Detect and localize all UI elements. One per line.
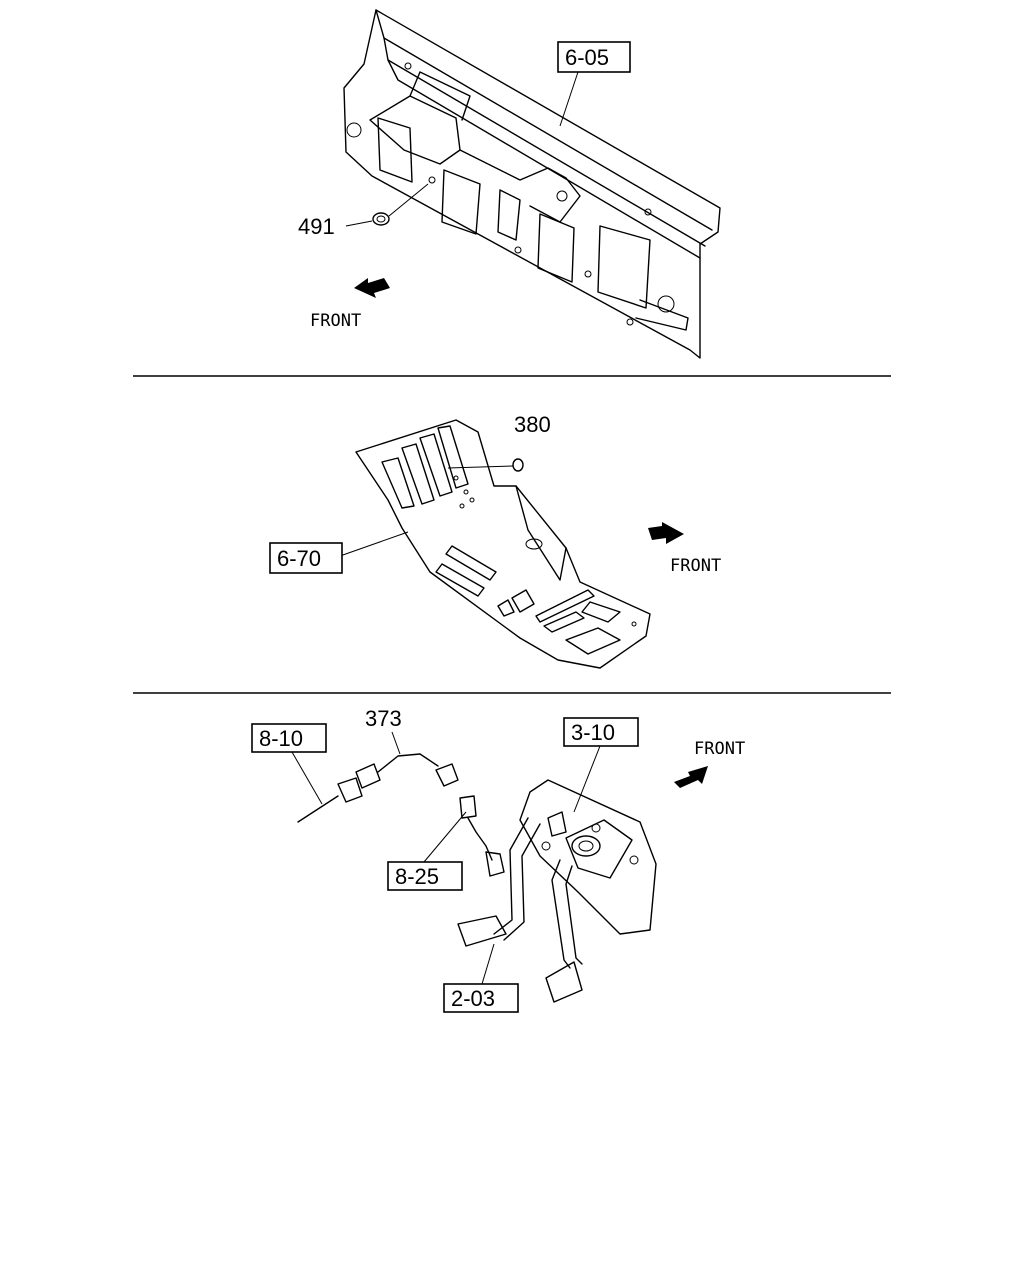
ref-box-8-25 — [387, 861, 463, 891]
ref-box-6-70 — [269, 542, 343, 574]
dash-panel-drawing — [343, 9, 721, 359]
wiring-harness-drawing — [297, 753, 505, 877]
pedal-assembly-section: 373 8-10 8-25 — [251, 706, 745, 1013]
ref-box-8-25-label: 8-25 — [395, 864, 439, 889]
front-arrow-icon — [674, 766, 708, 788]
part-number-380: 380 — [514, 412, 551, 437]
ref-box-6-05 — [557, 41, 631, 73]
ref-box-3-10-label: 3-10 — [571, 720, 615, 745]
plug-part — [512, 458, 524, 472]
part-number-373: 373 — [365, 706, 402, 731]
ref-box-8-10 — [251, 723, 327, 753]
floor-panel-section: 380 6-70 FRONT — [269, 412, 721, 669]
ref-box-8-10-label: 8-10 — [259, 726, 303, 751]
ref-box-6-05-label: 6-05 — [565, 45, 609, 70]
front-arrow-icon — [648, 522, 684, 544]
front-arrow-icon — [354, 278, 390, 298]
pedal-bracket-drawing — [457, 779, 657, 1003]
front-label: FRONT — [694, 739, 745, 759]
ref-box-2-03-label: 2-03 — [451, 986, 495, 1011]
ref-box-6-70-label: 6-70 — [277, 546, 321, 571]
part-number-491: 491 — [298, 214, 335, 239]
grommet-part — [372, 212, 390, 226]
floor-panel-drawing — [355, 419, 651, 669]
front-label: FRONT — [310, 311, 361, 331]
ref-box-2-03 — [443, 983, 519, 1013]
dash-panel-section: 491 6-05 FRONT — [298, 9, 721, 359]
ref-box-3-10 — [563, 717, 639, 747]
front-label: FRONT — [670, 556, 721, 576]
